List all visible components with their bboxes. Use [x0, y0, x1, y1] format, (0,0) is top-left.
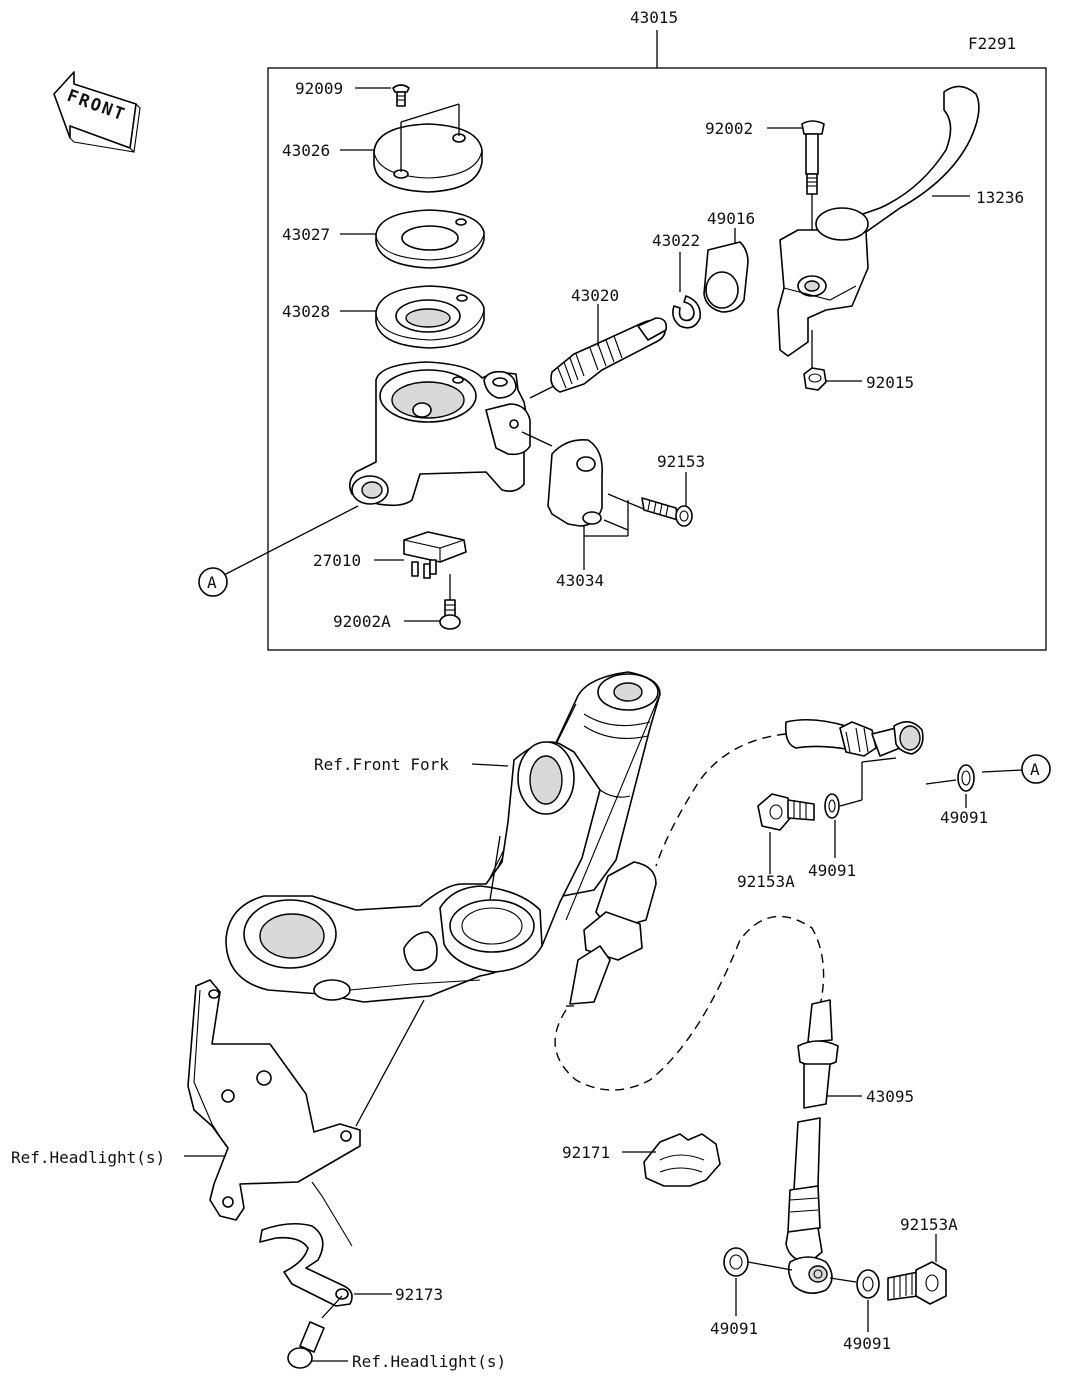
reservoir-cap-43026: [373, 103, 483, 193]
circlip-43022: [672, 295, 702, 329]
marker-a-right: [1021, 754, 1051, 784]
nut-92015: [803, 367, 827, 391]
callout-92002: 92002: [705, 119, 753, 138]
callout-92173: 92173: [395, 1285, 443, 1304]
brake-lever-13236: [777, 85, 980, 357]
hose-clip-92171: [643, 1133, 721, 1187]
dust-boot-49016: [703, 241, 749, 313]
front-arrow-icon: FRONT: [53, 71, 141, 154]
clamp-43034: [521, 431, 647, 570]
banjo-bolt-92153A-lower: [887, 1261, 947, 1305]
master-cylinder-body: [348, 361, 531, 507]
clamp-bolt-92153: [641, 497, 693, 527]
switch-screw-92002A: [439, 574, 461, 630]
brake-hose-upper: [566, 718, 924, 1007]
callout-92002A: 92002A: [333, 612, 391, 631]
piston-kit-43020: [529, 317, 668, 399]
callout-27010: 27010: [313, 551, 361, 570]
washer-49091-c: [723, 1247, 749, 1277]
screw-92009: [392, 84, 410, 107]
callout-49091-c: 49091: [710, 1319, 758, 1338]
callout-43026: 43026: [282, 141, 330, 160]
cable-clamp-92173: [259, 1222, 353, 1307]
marker-a-top: [198, 567, 228, 597]
brake-switch-27010: [403, 531, 467, 579]
callout-49091-a: 49091: [940, 808, 988, 827]
banjo-bolt-92153A-upper: [757, 793, 815, 831]
ref-front-fork: Ref.Front Fork: [314, 755, 449, 774]
callout-49091-b: 49091: [808, 861, 856, 880]
callout-92171: 92171: [562, 1143, 610, 1162]
callout-43034: 43034: [556, 571, 604, 590]
callout-92153: 92153: [657, 452, 705, 471]
pivot-bolt-92002: [801, 120, 825, 195]
washer-49091-a: [957, 764, 975, 792]
callout-92153A-b: 92153A: [900, 1215, 958, 1234]
callout-92009: 92009: [295, 79, 343, 98]
callout-43095: 43095: [866, 1087, 914, 1106]
diaphragm-plate-43027: [375, 209, 485, 269]
headlight-bracket: [187, 979, 361, 1247]
ref-headlight-1: Ref.Headlight(s): [11, 1148, 165, 1167]
callout-43020: 43020: [571, 286, 619, 305]
callout-43028: 43028: [282, 302, 330, 321]
callout-92153A-a: 92153A: [737, 872, 795, 891]
marker-a-right-label: A: [1030, 760, 1040, 779]
callout-49091-d: 49091: [843, 1334, 891, 1353]
hose-dashed-loop: [554, 915, 825, 1091]
callout-43027: 43027: [282, 225, 330, 244]
figure-id: F2291: [968, 34, 1016, 53]
washer-49091-d: [856, 1269, 880, 1299]
ref-headlight-2: Ref.Headlight(s): [352, 1352, 506, 1371]
headlight-bolt: [287, 1295, 343, 1369]
callout-92015: 92015: [866, 373, 914, 392]
callout-43022: 43022: [652, 231, 700, 250]
callout-43015: 43015: [630, 8, 678, 27]
washer-49091-b: [824, 793, 840, 819]
brake-hose-lower-43095: [785, 999, 839, 1294]
front-fork-reference: [225, 671, 661, 1127]
marker-a-top-label: A: [207, 573, 217, 592]
diaphragm-43028: [375, 285, 485, 349]
callout-49016: 49016: [707, 209, 755, 228]
callout-13236: 13236: [976, 188, 1024, 207]
